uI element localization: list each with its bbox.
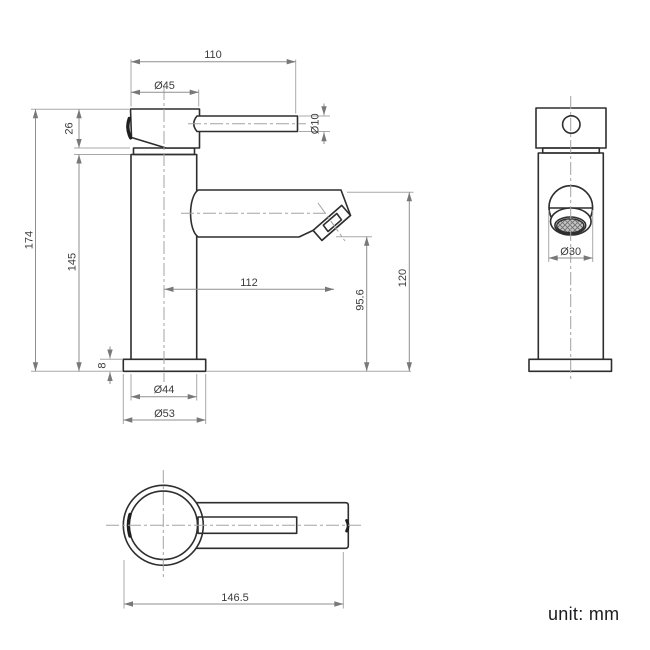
dim-label-lever-length: 110 xyxy=(204,49,222,61)
dim-label-total-height: 174 xyxy=(24,231,36,249)
dim-label-base-diameter: Ø53 xyxy=(154,408,175,420)
dim-label-handle-diameter: Ø45 xyxy=(154,80,175,92)
dim-label-spout-top-height: 120 xyxy=(397,269,409,287)
front-handle-edge-highlight xyxy=(126,116,133,140)
dimension-lines xyxy=(32,59,593,607)
dim-label-aerator-diameter: Ø30 xyxy=(560,246,581,258)
dim-label-spout-reach: 112 xyxy=(240,277,258,289)
front-handle-head xyxy=(129,108,201,149)
dim-label-base-height: 8 xyxy=(97,362,109,368)
front-view xyxy=(122,108,352,373)
dimension-labels: 110 Ø45 Ø10 26 174 145 112 95.6 120 8 Ø4… xyxy=(24,49,582,604)
dim-label-body-diameter: Ø44 xyxy=(154,384,175,396)
unit-label: unit: mm xyxy=(548,604,620,624)
front-lever-rod xyxy=(192,115,299,133)
extension-lines xyxy=(31,59,594,609)
dim-label-body-height: 145 xyxy=(67,253,79,271)
side-handle-top-circle xyxy=(561,115,581,135)
dim-label-lever-diameter: Ø10 xyxy=(310,113,322,134)
top-tip-highlight xyxy=(345,519,350,533)
dim-label-handle-height: 26 xyxy=(64,122,76,134)
dim-label-outlet-height: 95.6 xyxy=(355,289,367,310)
dim-label-overall-length: 146.5 xyxy=(221,592,249,604)
centerlines xyxy=(106,87,572,580)
top-lever-outline xyxy=(197,516,298,535)
front-aerator-outlet xyxy=(322,212,343,233)
